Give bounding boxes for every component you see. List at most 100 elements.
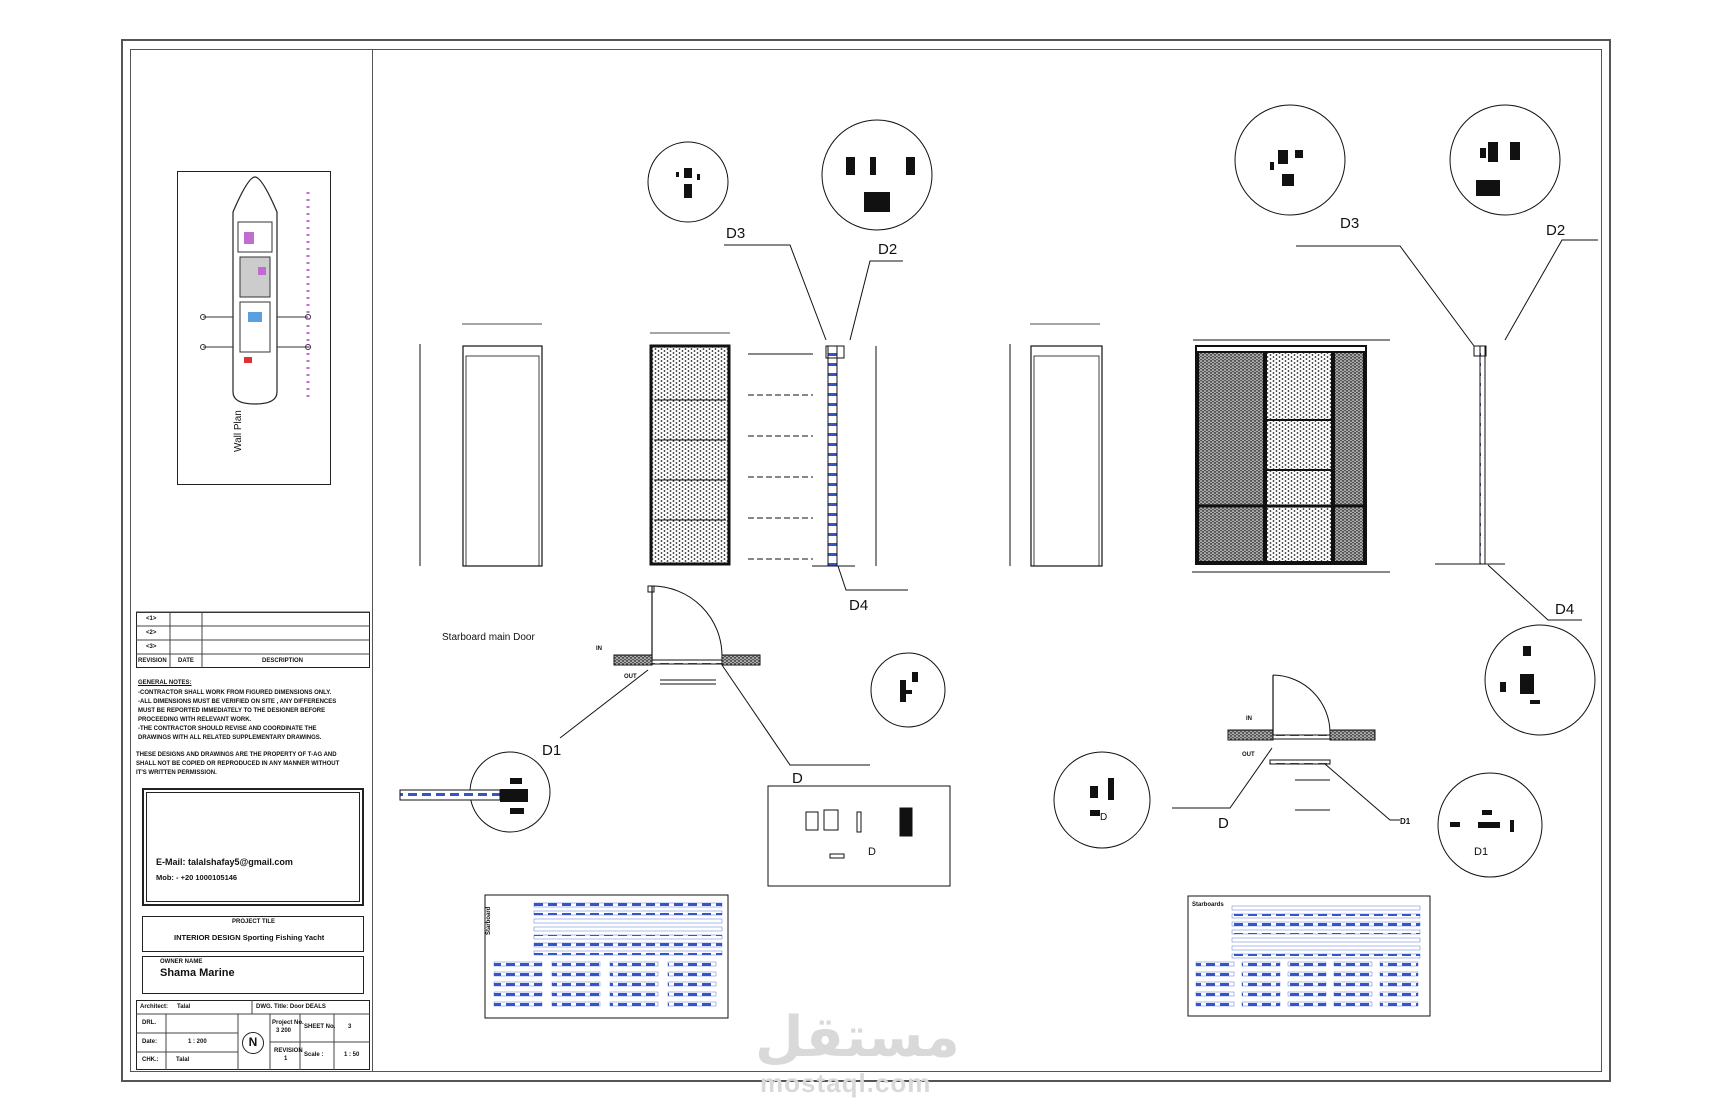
schedule-row-mark [609, 961, 659, 967]
watermark-arabic: مستقل [755, 1005, 960, 1070]
schedule-row-mark [1241, 971, 1281, 977]
schedule-row-mark [1333, 961, 1373, 967]
schedule-row-mark [609, 981, 659, 987]
schedule-row-mark [533, 902, 723, 908]
project-title: INTERIOR DESIGN Sporting Fishing Yacht [174, 933, 325, 942]
schedule-row-mark [609, 971, 659, 977]
schedule-right-title: Starboards [1192, 902, 1224, 908]
general-note-4: PROCEEDING WITH RELEVANT WORK. [138, 717, 252, 723]
schedule-row-mark [1287, 961, 1327, 967]
general-notes-title: GENERAL NOTES: [138, 680, 192, 686]
schedule-row-mark [533, 950, 723, 956]
revision-row-2: <2> [146, 630, 157, 636]
schedule-row-mark [1333, 971, 1373, 977]
schedule-row-mark [1379, 971, 1419, 977]
schedule-row-mark [1379, 981, 1419, 987]
sheet-inner-frame [130, 49, 1602, 1072]
schedule-row-mark [609, 1001, 659, 1007]
schedule-row-mark [551, 971, 601, 977]
schedule-row-mark [1195, 981, 1235, 987]
schedule-row-mark [493, 981, 543, 987]
tag-d-detail-box: D [868, 846, 876, 858]
schedule-row-mark [667, 991, 717, 997]
tag-d1-right: D1 [1400, 817, 1411, 826]
schedule-row-mark [1333, 981, 1373, 987]
schedule-row-mark [551, 961, 601, 967]
schedule-row-mark [1379, 991, 1419, 997]
schedule-row-mark [609, 991, 659, 997]
schedule-row-mark [1287, 981, 1327, 987]
schedule-row-mark [1333, 991, 1373, 997]
schedule-row-mark [1241, 1001, 1281, 1007]
scale-label: Scale : [304, 1052, 324, 1058]
schedule-row-mark [1231, 905, 1421, 911]
schedule-row-mark [551, 981, 601, 987]
table-row-date: Date: [142, 1039, 158, 1045]
contact-email: E-Mail: talalshafay5@gmail.com [156, 857, 293, 867]
schedule-row-mark [493, 991, 543, 997]
project-no-val: 3 200 [276, 1028, 292, 1034]
general-note-5: -THE CONTRACTOR SHOULD REVISE AND COORDI… [138, 726, 317, 732]
schedule-row-mark [1195, 991, 1235, 997]
revision-label: REVISION [274, 1048, 303, 1054]
yacht-plan-drawing [200, 176, 311, 405]
schedule-row-mark [1231, 953, 1421, 959]
schedule-row-mark [493, 961, 543, 967]
wall-plan-thumbnail: Wall Plan [177, 171, 331, 485]
schedule-row-mark [667, 981, 717, 987]
general-note-3: MUST BE REPORTED IMMEDIATELY TO THE DESI… [138, 708, 326, 714]
contact-mobile: Mob: - +20 1000105146 [156, 873, 238, 882]
starboard-main-door-label: Starboard main Door [442, 632, 535, 643]
schedule-row-mark [493, 1001, 543, 1007]
revision-header-description: DESCRIPTION [262, 658, 304, 664]
tag-d2-left: D2 [878, 241, 898, 258]
tag-d4-left: D4 [849, 597, 869, 614]
revision-header-revision: REVISION [138, 658, 167, 664]
schedule-row-mark [667, 971, 717, 977]
revision-val: 1 [284, 1056, 288, 1062]
contact-box-inner [146, 792, 360, 902]
table-row-drl: DRL. [142, 1020, 156, 1026]
schedule-row-mark [1241, 991, 1281, 997]
out-label-left: OUT [624, 674, 637, 680]
property-note-1: THESE DESIGNS AND DRAWINGS ARE THE PROPE… [136, 752, 337, 758]
title-block-strip [130, 49, 373, 1072]
tag-d2-right: D2 [1546, 222, 1566, 239]
general-note-1: -CONTRACTOR SHALL WORK FROM FIGURED DIME… [138, 690, 332, 696]
tag-d3-left: D3 [726, 225, 746, 242]
schedule-row-mark [667, 961, 717, 967]
schedule-row-mark [1195, 1001, 1235, 1007]
schedule-row-mark [1241, 961, 1281, 967]
revision-row-3: <3> [146, 644, 157, 650]
scale-val: 1 : 50 [344, 1052, 360, 1058]
owner-label: OWNER NAME [160, 959, 203, 965]
in-label-left: IN [596, 646, 602, 652]
schedule-row-mark [551, 991, 601, 997]
schedule-row-mark [1287, 1001, 1327, 1007]
schedule-row-mark [1287, 971, 1327, 977]
schedule-row-mark [1231, 929, 1421, 935]
general-note-2: -ALL DIMENSIONS MUST BE VERIFIED ON SITE… [138, 699, 337, 705]
architect-label: Architect: [140, 1004, 169, 1010]
schedule-row-mark [533, 918, 723, 924]
schedule-row-mark [1231, 921, 1421, 927]
schedule-row-mark [551, 1001, 601, 1007]
schedule-row-mark [1287, 991, 1327, 997]
schedule-row-mark [1195, 971, 1235, 977]
table-row-chk-val: Talal [176, 1057, 190, 1063]
schedule-row-mark [1379, 961, 1419, 967]
general-note-6: DRAWINGS WITH ALL RELATED SUPPLEMENTARY … [138, 735, 322, 741]
schedule-row-mark [1231, 913, 1421, 919]
tag-d-right: D [1218, 815, 1229, 832]
table-row-chk: CHK.: [142, 1057, 159, 1063]
schedule-row-mark [1333, 1001, 1373, 1007]
sheet-outer-frame [121, 39, 1611, 1082]
schedule-row-mark [533, 942, 723, 948]
project-title-label: PROJECT TILE [232, 919, 276, 925]
tag-d-circle: D [1100, 812, 1108, 823]
watermark-latin: mostaql.com [760, 1068, 932, 1098]
schedule-row-mark [1195, 961, 1235, 967]
north-arrow-icon: N [242, 1032, 264, 1054]
tag-d-left: D [792, 770, 803, 787]
